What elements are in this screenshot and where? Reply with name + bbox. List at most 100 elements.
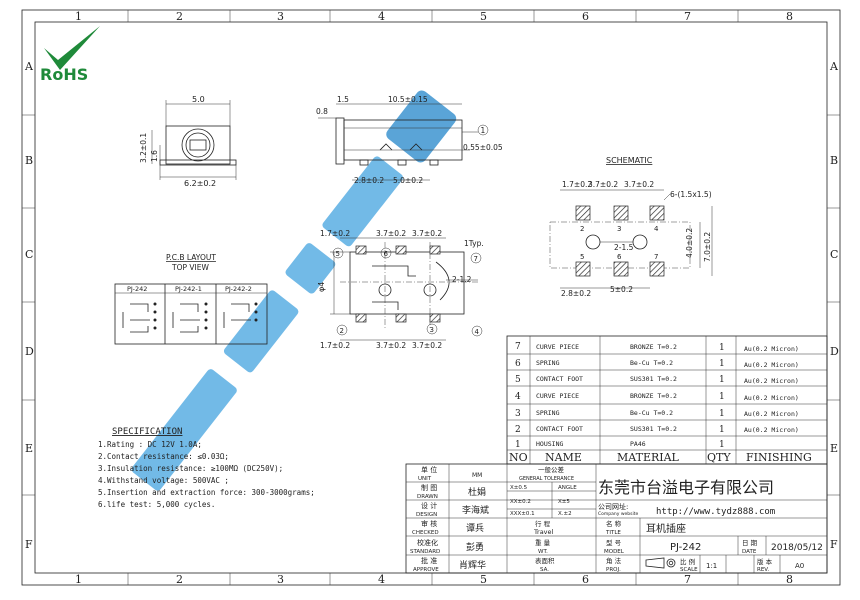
bom-row-3-finishing: Au(0.2 Micron): [744, 410, 799, 418]
tb-website-label: 公司网址:: [598, 502, 628, 511]
tb-weight-label: 重 量: [535, 539, 551, 547]
tb-proj-label-en: PROJ.: [606, 567, 621, 573]
row-label-f-right: F: [830, 538, 838, 551]
tb-drawn-label-en: DRAWN: [417, 494, 438, 500]
bom-row-6-qty: 1: [719, 359, 725, 369]
col-label-3-bottom: 3: [277, 573, 284, 586]
rohs-logo: RoHS: [40, 26, 100, 84]
top-dim-top-3: 3.7±0.2: [412, 229, 442, 238]
col-label-8: 8: [786, 10, 793, 23]
tb-design-label-en: DESIGN: [416, 512, 437, 518]
schematic-dim-top-3: 3.7±0.2: [624, 180, 654, 189]
tb-tolerance-label-en: GENERAL TOLERANCE: [519, 476, 574, 482]
row-label-e: E: [25, 442, 33, 455]
pcb-variant-1: PJ-242: [127, 285, 147, 293]
row-label-a-right: A: [829, 60, 839, 73]
schematic: SCHEMATIC 1.7±0.2 3.7±0.2 3.7±0.2 6-(1.5…: [549, 156, 713, 298]
tb-approve-value: 肖辉华: [459, 559, 486, 571]
top-dim-typ: 1Typ.: [464, 239, 484, 248]
col-label-5: 5: [480, 10, 487, 23]
tb-company: 东莞市台溢电子有限公司: [598, 478, 774, 497]
row-label-c-right: C: [830, 248, 838, 261]
tb-surface-label: 表面积: [535, 556, 555, 565]
bom-row-6-no: 6: [515, 359, 521, 369]
top-callout-6: 6: [384, 250, 389, 258]
schematic-title: SCHEMATIC: [606, 156, 653, 165]
schematic-pad-note: 6-(1.5x1.5): [670, 190, 712, 199]
bom-row-6-name: SPRING: [536, 359, 560, 367]
side-dim-left: 0.8: [316, 107, 328, 116]
spec-title: SPECIFICATION: [112, 427, 182, 437]
front-dim-bottom: 6.2±0.2: [184, 179, 216, 188]
row-label-d-right: D: [830, 345, 839, 358]
tb-model-value: PJ-242: [670, 542, 701, 553]
tb-tolerance-label: 一般公差: [538, 465, 565, 474]
spec-line-6: 6.life test: 5,000 cycles.: [98, 500, 215, 509]
top-callout-3: 3: [430, 326, 434, 334]
top-view: φ4 1.7±0.2 3.7±0.2 3.7±0.2 1Typ. 2-1.2 1…: [317, 229, 484, 350]
bom-row-5-finishing: Au(0.2 Micron): [744, 377, 799, 385]
side-dim-bottom-b: 5.0±0.2: [393, 176, 423, 185]
tb-checked-label: 审 核: [421, 519, 437, 528]
tb-tol-2b: X±5: [558, 499, 570, 505]
tb-rev-label: 版 本: [757, 557, 773, 566]
tb-travel-label-en: Travel: [533, 528, 554, 536]
tb-tol-2a: XX±0.2: [510, 499, 531, 505]
pcb-variant-3: PJ-242-2: [225, 285, 252, 293]
bom-row-4-qty: 1: [719, 392, 725, 402]
front-dim-width: 5.0: [192, 95, 205, 104]
side-view: 1.5 10.5±0.15 0.8 1 0.55±0.05 2.8±0.2 5.…: [316, 95, 503, 185]
schematic-dim-right-2: 7.0±0.2: [703, 232, 712, 262]
row-label-b: B: [25, 154, 33, 167]
tb-rev-label-en: REV.: [757, 567, 769, 573]
schematic-pin-4: 4: [654, 225, 659, 233]
top-dim-bottom-3: 3.7±0.2: [412, 341, 442, 350]
schematic-dim-top-2: 3.7±0.2: [588, 180, 618, 189]
side-dim-top-b: 10.5±0.15: [388, 95, 428, 104]
schematic-dim-top-1: 1.7±0.2: [562, 180, 592, 189]
tb-title-value: 耳机插座: [646, 522, 686, 535]
front-view: 5.0 3.2±0.1 1.6 6.2±0.2: [139, 95, 237, 188]
schematic-pin-6: 6: [617, 253, 622, 261]
tb-unit-label-en: UNIT: [418, 476, 432, 482]
tb-tol-1b: ANGLE: [558, 485, 577, 491]
col-label-6: 6: [582, 10, 589, 23]
tb-approve-label: 批 准: [421, 556, 437, 565]
bom-row-1-no: 1: [515, 440, 521, 450]
col-label-7: 7: [684, 10, 691, 23]
tb-model-label: 型 号: [606, 538, 622, 547]
tb-scale-label-en: SCALE: [680, 567, 698, 573]
tb-weight-label-en: WT.: [538, 549, 548, 555]
bom-row-2-material: SUS301 T=0.2: [630, 425, 677, 433]
spec-line-5: 5.Insertion and extraction force: 300-30…: [98, 488, 315, 497]
schematic-pin-5: 5: [580, 253, 584, 261]
bom-row-7-qty: 1: [719, 343, 725, 353]
top-dim-left: φ4: [317, 282, 326, 292]
schematic-pin-3: 3: [617, 225, 621, 233]
bom-row-2-no: 2: [515, 425, 521, 435]
bom-row-4-finishing: Au(0.2 Micron): [744, 394, 799, 402]
row-label-c: C: [25, 248, 33, 261]
tb-tol-3b: X.±2: [558, 511, 572, 517]
watermark: [131, 90, 457, 491]
top-dim-bottom-2: 3.7±0.2: [376, 341, 406, 350]
side-dim-top-a: 1.5: [337, 95, 349, 104]
tb-tol-1a: X±0.5: [510, 485, 528, 491]
tb-unit-label: 单 位: [421, 465, 437, 474]
tb-website[interactable]: http://www.tydz888.com: [656, 507, 775, 517]
tb-scale-label: 比 例: [680, 557, 695, 566]
top-callout-7: 7: [474, 255, 478, 263]
top-dim-top-1: 1.7±0.2: [320, 229, 350, 238]
tb-drawn-value: 杜娟: [468, 486, 486, 498]
row-label-d: D: [25, 345, 34, 358]
schematic-pin-2: 2: [580, 225, 584, 233]
tb-model-label-en: MODEL: [604, 549, 625, 555]
top-dim-bottom-1: 1.7±0.2: [320, 341, 350, 350]
bom-row-7-material: BRONZE T=0.2: [630, 343, 677, 351]
col-label-5-bottom: 5: [480, 573, 487, 586]
top-callout-4: 4: [475, 328, 480, 336]
bom-header-name: NAME: [545, 451, 582, 464]
col-label-6-bottom: 6: [582, 573, 589, 586]
col-label-1-bottom: 1: [75, 573, 82, 586]
tb-checked-value: 谭兵: [466, 522, 484, 534]
